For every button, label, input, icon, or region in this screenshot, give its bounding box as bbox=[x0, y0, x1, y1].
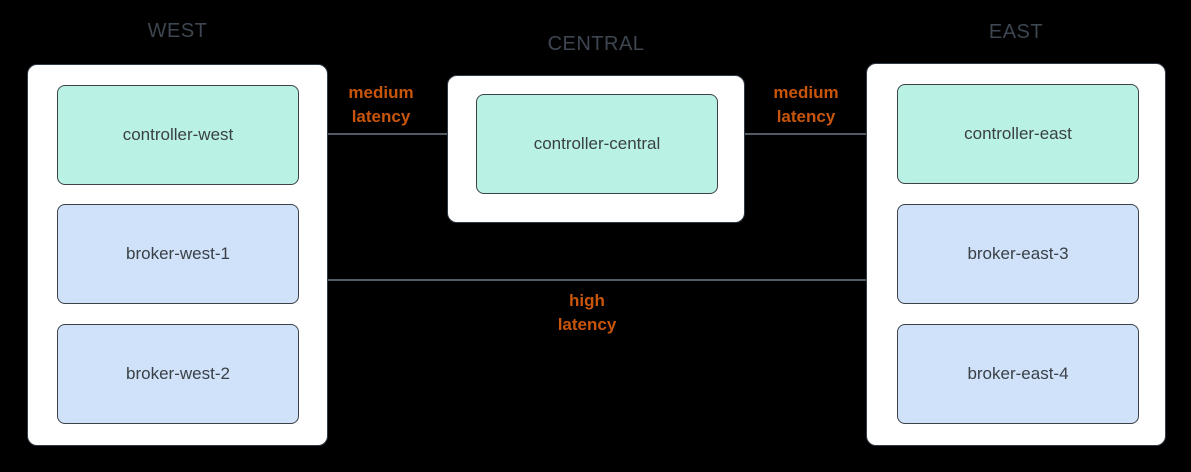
node-broker-east-3: broker-east-3 bbox=[897, 204, 1139, 304]
region-container-east: controller-east broker-east-3 broker-eas… bbox=[866, 63, 1166, 446]
node-label-controller-west: controller-west bbox=[122, 125, 234, 144]
region-title-east: EAST bbox=[988, 21, 1044, 43]
edge-line-central-east bbox=[745, 133, 866, 135]
edge-label-central-east: medium latency bbox=[773, 83, 839, 126]
node-label-broker-west-1: broker-west-1 bbox=[126, 244, 230, 263]
node-label-broker-west-2: broker-west-2 bbox=[126, 364, 230, 383]
node-broker-east-4: broker-east-4 bbox=[897, 324, 1139, 424]
node-label-broker-east-4: broker-east-4 bbox=[967, 364, 1069, 383]
region-container-central: controller-central bbox=[447, 75, 745, 223]
region-title-west: WEST bbox=[147, 20, 208, 42]
node-broker-west-1: broker-west-1 bbox=[57, 204, 299, 304]
node-label-controller-east: controller-east bbox=[964, 124, 1072, 143]
region-title-central: CENTRAL bbox=[547, 33, 645, 55]
node-label-controller-central: controller-central bbox=[533, 134, 661, 153]
region-container-west: controller-west broker-west-1 broker-wes… bbox=[27, 64, 328, 446]
node-controller-central: controller-central bbox=[476, 94, 718, 194]
edge-line-west-central bbox=[328, 133, 447, 135]
edge-label-west-east: high latency bbox=[557, 291, 617, 334]
node-controller-east: controller-east bbox=[897, 84, 1139, 184]
edge-line-west-east bbox=[328, 279, 866, 281]
node-broker-west-2: broker-west-2 bbox=[57, 324, 299, 424]
node-label-broker-east-3: broker-east-3 bbox=[967, 244, 1069, 263]
node-controller-west: controller-west bbox=[57, 85, 299, 185]
edge-label-west-central: medium latency bbox=[348, 83, 414, 126]
